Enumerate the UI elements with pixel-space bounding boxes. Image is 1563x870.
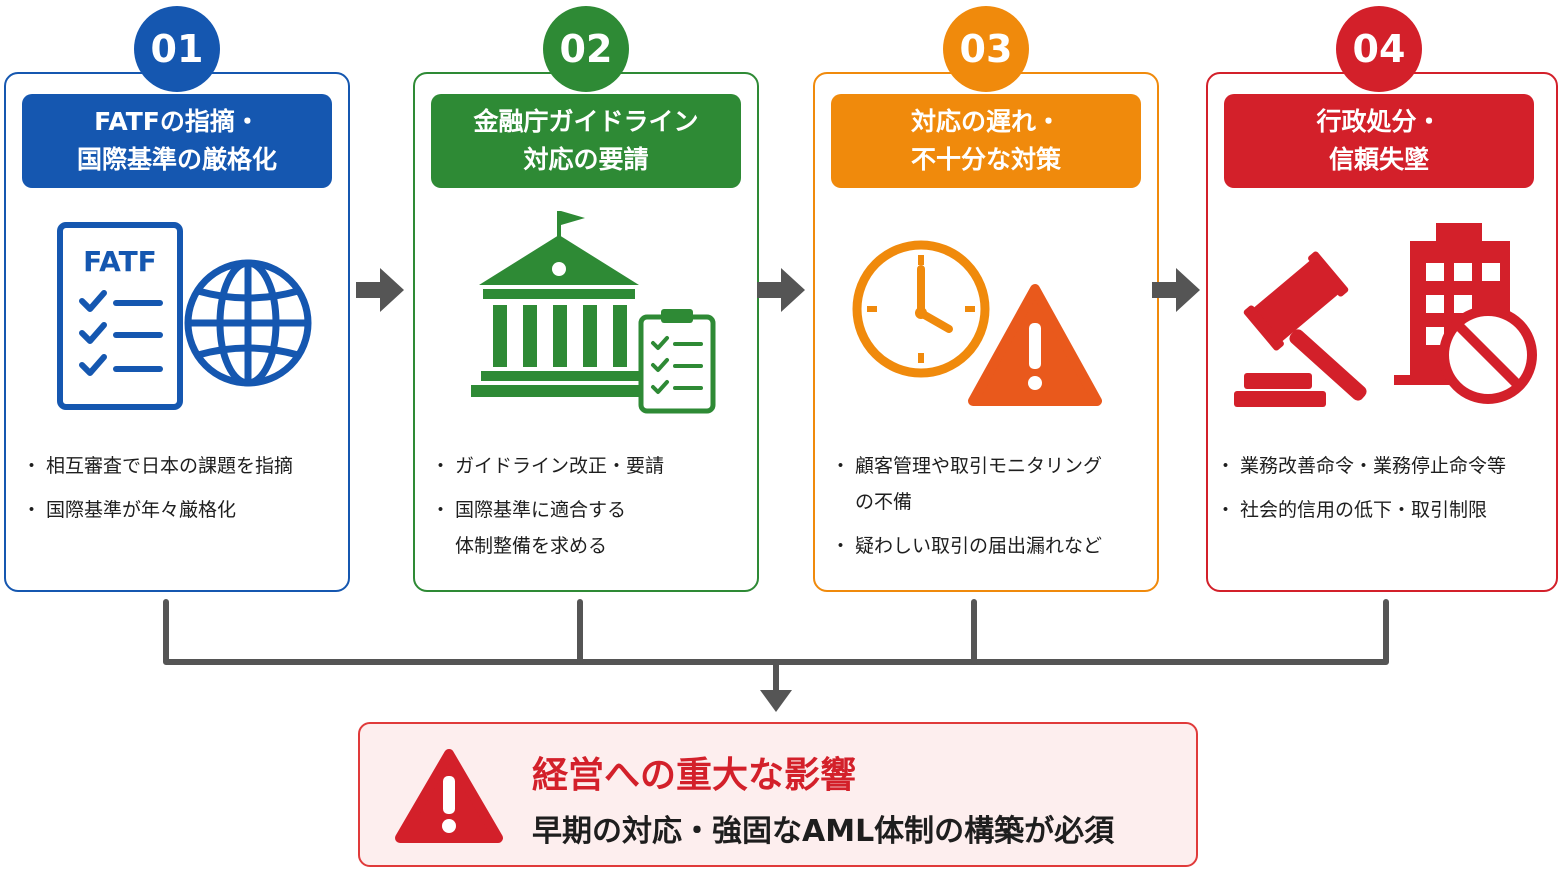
step-title-line2: 対応の要請 [523, 145, 649, 174]
bullet-item-continued: 体制整備を求める [455, 535, 608, 557]
step-title-line1: 対応の遅れ・ [910, 107, 1061, 136]
result-box: 経営への重大な影響 早期の対応・強固なAML体制の構築が必須 [358, 722, 1198, 867]
arrow-right-icon [356, 268, 404, 312]
warning-triangle-icon [968, 284, 1102, 406]
step-title-line2: 不十分な対策 [910, 145, 1061, 174]
step-title-line1: 金融庁ガイドライン [473, 107, 699, 136]
result-subtitle: 早期の対応・強固なAML体制の構築が必須 [532, 814, 1115, 849]
fatf-doc-label: FATF [83, 245, 157, 278]
bullet-item: 社会的信用の低下・取引制限 [1216, 492, 1540, 528]
bullet-item: 業務改善命令・業務停止命令等 [1216, 448, 1540, 484]
step-title-line1: 行政処分・ [1316, 107, 1442, 136]
step-illustration [831, 205, 1141, 425]
step-03: 03 対応の遅れ・ 不十分な対策 顧客管理や取引モニタリング の不備 [813, 0, 1159, 600]
step-04: 04 行政処分・ 信頼失墜 [1206, 0, 1558, 600]
gavel-icon [1234, 251, 1367, 407]
step-bullet-list: ガイドライン改正・要請 国際基準に適合する 体制整備を求める [431, 448, 755, 572]
step-title: 金融庁ガイドライン 対応の要請 [431, 94, 741, 188]
bullet-item: 疑わしい取引の届出漏れなど [831, 528, 1155, 564]
step-bullet-list: 顧客管理や取引モニタリング の不備 疑わしい取引の届出漏れなど [831, 448, 1155, 572]
step-number: 03 [943, 6, 1029, 92]
step-title-line2: 国際基準の厳格化 [76, 145, 277, 174]
arrow-down-icon [760, 690, 792, 712]
clock-icon [852, 240, 990, 378]
step-illustration: FATF [22, 205, 332, 425]
bullet-item: 相互審査で日本の課題を指摘 [22, 448, 346, 484]
globe-icon [184, 259, 312, 387]
step-number: 01 [134, 6, 220, 92]
arrow-right-icon [1152, 268, 1200, 312]
bullet-item-continued: の不備 [855, 491, 913, 513]
step-title-line1: FATFの指摘・ [94, 107, 260, 136]
building-prohibited-icon [1394, 223, 1537, 404]
arrow-right-icon [757, 268, 805, 312]
step-illustration [431, 205, 741, 425]
step-02: 02 金融庁ガイドライン 対応の要請 [413, 0, 759, 600]
step-illustration [1224, 205, 1537, 425]
government-building-icon [471, 211, 651, 397]
bullet-item: 国際基準が年々厳格化 [22, 492, 346, 528]
clipboard-checklist-icon [638, 309, 716, 414]
bullet-item: ガイドライン改正・要請 [431, 448, 755, 484]
result-title: 経営への重大な影響 [532, 755, 857, 796]
step-bullet-list: 相互審査で日本の課題を指摘 国際基準が年々厳格化 [22, 448, 346, 536]
step-bullet-list: 業務改善命令・業務停止命令等 社会的信用の低下・取引制限 [1216, 448, 1540, 536]
step-title: 行政処分・ 信頼失墜 [1224, 94, 1534, 188]
step-number: 02 [543, 6, 629, 92]
step-title: FATFの指摘・ 国際基準の厳格化 [22, 94, 332, 188]
bullet-item: 顧客管理や取引モニタリング [831, 448, 1155, 484]
step-number: 04 [1336, 6, 1422, 92]
step-title-line2: 信頼失墜 [1328, 145, 1429, 174]
warning-triangle-icon [395, 749, 503, 843]
checklist-document-icon: FATF [57, 222, 183, 410]
bullet-item: 国際基準に適合する [431, 492, 755, 528]
step-title: 対応の遅れ・ 不十分な対策 [831, 94, 1141, 188]
step-01: 01 FATFの指摘・ 国際基準の厳格化 FATF [4, 0, 350, 600]
